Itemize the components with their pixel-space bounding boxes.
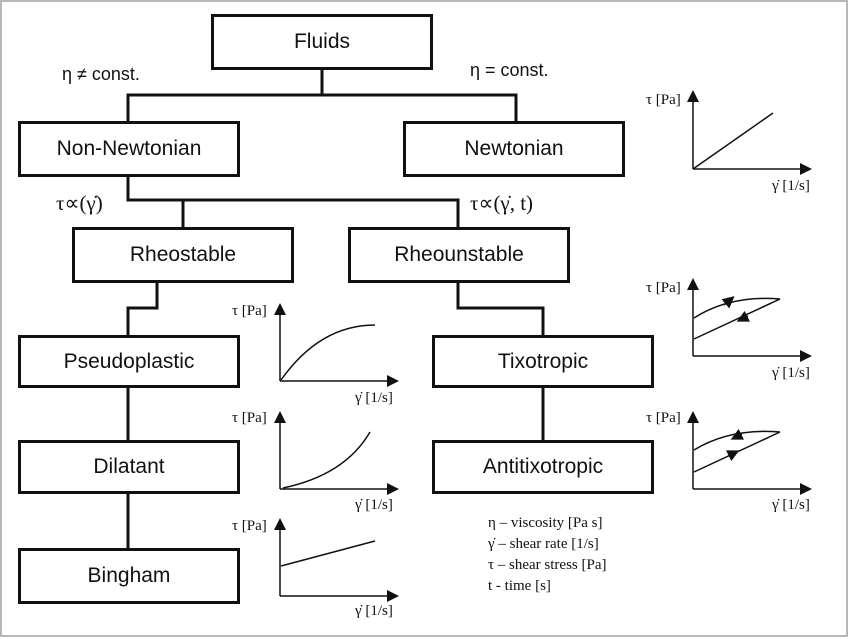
pseudoplastic-plot-x-label: γ̇ [1/s] xyxy=(355,390,393,406)
tree-connectors xyxy=(126,70,545,548)
tixotropic-plot-y-label: τ [Pa] xyxy=(646,280,681,296)
antitixotropic-plot-y-label: τ [Pa] xyxy=(646,410,681,426)
condition-eta-not-const: η ≠ const. xyxy=(62,64,140,84)
newtonian-plot-y-label: τ [Pa] xyxy=(646,92,681,108)
node-bingham: Bingham xyxy=(18,548,240,604)
newtonian-plot-x-label: γ̇ [1/s] xyxy=(772,178,810,194)
legend-item-shear-stress: τ – shear stress [Pa] xyxy=(488,557,607,573)
connector-fluids-newtonian xyxy=(322,93,518,121)
condition-eta-const: η = const. xyxy=(470,60,549,80)
pseudoplastic-plot-y-label: τ [Pa] xyxy=(232,303,267,319)
dilatant-plot-y-label: τ [Pa] xyxy=(232,410,267,426)
node-dilatant: Dilatant xyxy=(18,440,240,494)
node-non-newtonian: Non-Newtonian xyxy=(18,121,240,177)
connector-fluids-nonnewtonian xyxy=(126,70,324,121)
connector-rheostable-pseudoplastic xyxy=(126,283,159,335)
legend-item-shear-rate: γ̇ – shear rate [1/s] xyxy=(488,536,599,552)
condition-tau-prop-gamma: τ∝(γ̇) xyxy=(56,191,103,215)
connector-rheounstable-tixotropic xyxy=(456,283,545,335)
antitixotropic-plot-x-label: γ̇ [1/s] xyxy=(772,497,810,513)
node-newtonian: Newtonian xyxy=(403,121,625,177)
connector-nonnewtonian-rheounstable xyxy=(126,177,460,227)
condition-tau-prop-gamma-t: τ∝(γ̇, t) xyxy=(470,191,534,215)
node-rheounstable: Rheounstable xyxy=(348,227,570,283)
dilatant-plot-x-label: γ̇ [1/s] xyxy=(355,497,393,513)
node-fluids: Fluids xyxy=(211,14,433,70)
bingham-plot-x-label: γ̇ [1/s] xyxy=(355,603,393,619)
node-pseudoplastic: Pseudoplastic xyxy=(18,335,240,388)
node-antitixotropic: Antitixotropic xyxy=(432,440,654,494)
tixotropic-plot-x-label: γ̇ [1/s] xyxy=(772,365,810,381)
node-rheostable: Rheostable xyxy=(72,227,294,283)
bingham-plot-y-label: τ [Pa] xyxy=(232,518,267,534)
node-tixotropic: Tixotropic xyxy=(432,335,654,388)
legend-item-viscosity: η – viscosity [Pa s] xyxy=(488,515,603,531)
legend: η – viscosity [Pa s] γ̇ – shear rate [1/… xyxy=(488,513,607,597)
legend-item-time: t - time [s] xyxy=(488,578,551,594)
